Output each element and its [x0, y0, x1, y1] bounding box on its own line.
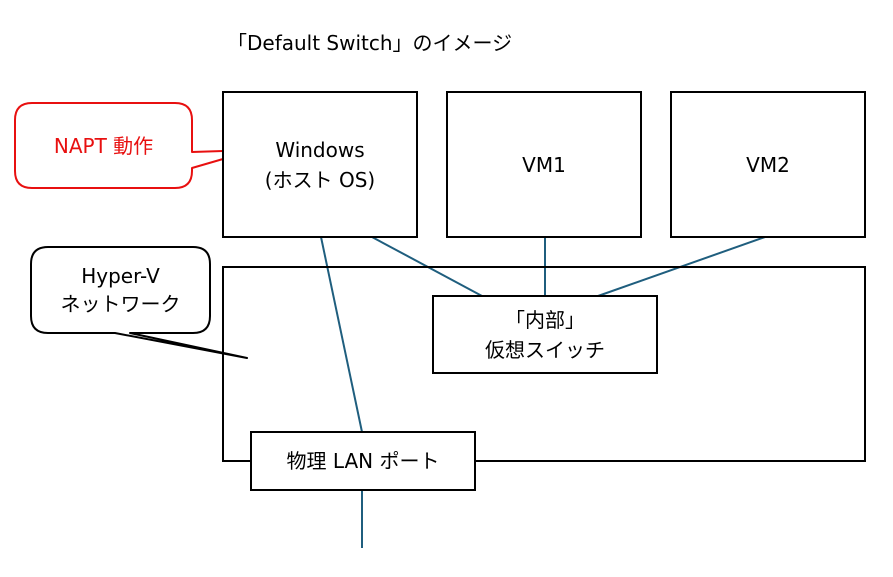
- windows-host-box: Windows (ホスト OS): [222, 91, 418, 238]
- napt-label: NAPT 動作: [53, 133, 154, 158]
- internal-switch-box: 「内部」 仮想スイッチ: [432, 295, 658, 374]
- vm2-label: VM2: [746, 152, 790, 177]
- hyperv-sublabel: ネットワーク: [60, 292, 181, 316]
- internal-switch-sublabel: 仮想スイッチ: [485, 337, 605, 362]
- hyperv-network-region: [222, 266, 866, 462]
- hyperv-label: Hyper-V: [81, 264, 160, 288]
- windows-host-sublabel: (ホスト OS): [264, 167, 376, 192]
- vm1-box: VM1: [446, 91, 642, 238]
- connector-windows-to-physical-port: [320, 236, 363, 433]
- diagram-title: 「Default Switch」のイメージ: [227, 31, 513, 55]
- hyperv-callout-text: Hyper-V ネットワーク: [31, 247, 210, 333]
- physical-lan-port-label: 物理 LAN ポート: [286, 449, 440, 473]
- hyperv-callout-bubble: [30, 246, 248, 359]
- vm2-box: VM2: [670, 91, 866, 238]
- napt-callout-bubble: [14, 102, 255, 189]
- internal-switch-label: 「内部」: [505, 307, 585, 332]
- physical-lan-port-box: 物理 LAN ポート: [250, 431, 476, 491]
- vm1-label: VM1: [522, 152, 566, 177]
- windows-host-label: Windows: [275, 137, 365, 162]
- napt-callout-text: NAPT 動作: [15, 103, 192, 188]
